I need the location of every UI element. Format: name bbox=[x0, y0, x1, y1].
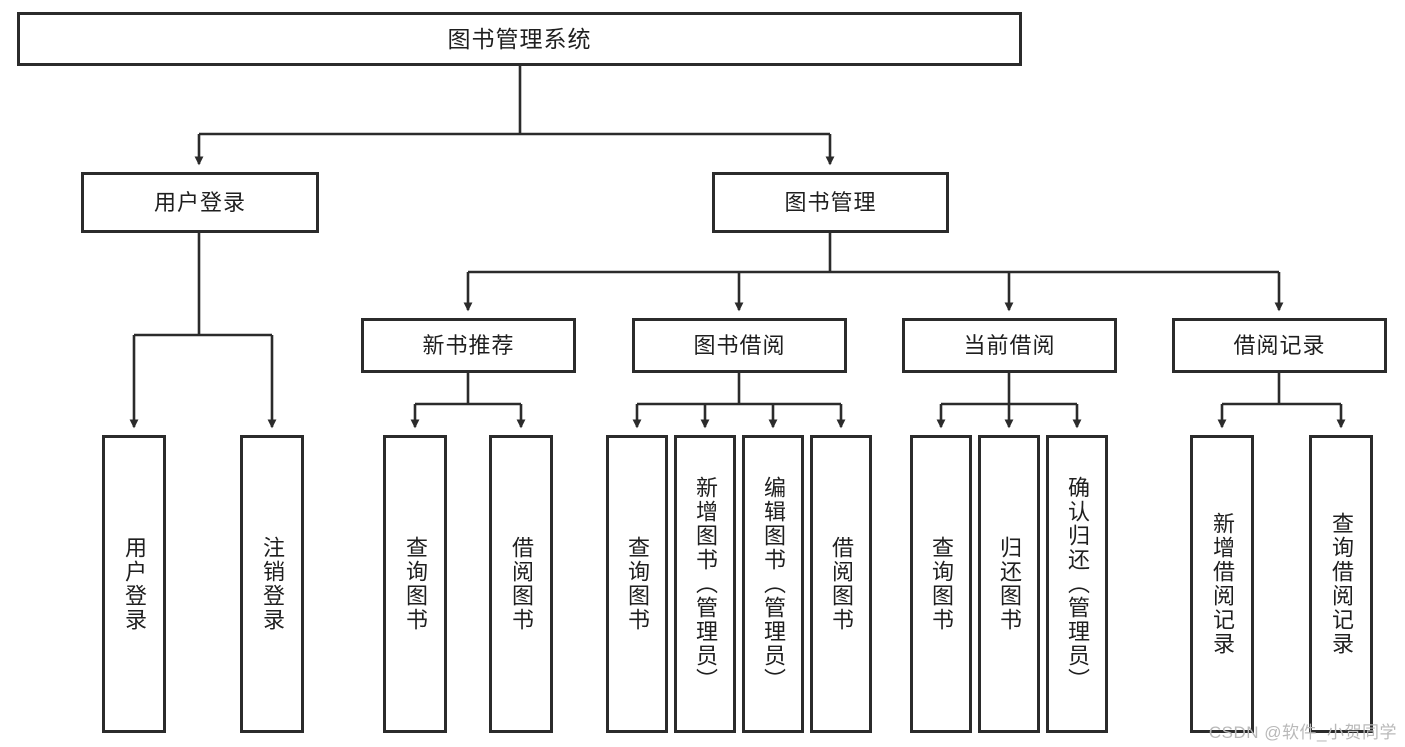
node-new-book-recommend-label: 新书推荐 bbox=[422, 332, 515, 358]
node-query-borrow-record-label: 查询借阅记录 bbox=[1328, 512, 1354, 656]
node-borrow-record-label: 借阅记录 bbox=[1233, 332, 1326, 358]
node-book-manage[interactable]: 图书管理 bbox=[712, 172, 949, 233]
node-login-action[interactable]: 用户登录 bbox=[102, 435, 166, 733]
node-user-login[interactable]: 用户登录 bbox=[81, 172, 319, 233]
node-login-action-label: 用户登录 bbox=[121, 536, 147, 632]
node-return-book-label: 归还图书 bbox=[996, 536, 1022, 632]
node-confirm-return-admin[interactable]: 确认归还（管理员） bbox=[1046, 435, 1108, 733]
node-add-book-admin[interactable]: 新增图书（管理员） bbox=[674, 435, 736, 733]
node-current-borrow-label: 当前借阅 bbox=[963, 332, 1056, 358]
node-query-book-from-current-label: 查询图书 bbox=[928, 536, 954, 632]
node-book-borrow-label: 图书借阅 bbox=[693, 332, 786, 358]
node-query-book-from-current[interactable]: 查询图书 bbox=[910, 435, 972, 733]
node-add-borrow-record[interactable]: 新增借阅记录 bbox=[1190, 435, 1254, 733]
node-book-borrow[interactable]: 图书借阅 bbox=[632, 318, 847, 373]
node-borrow-book-action-label: 借阅图书 bbox=[828, 536, 854, 632]
node-borrow-book-action[interactable]: 借阅图书 bbox=[810, 435, 872, 733]
node-query-borrow-record[interactable]: 查询借阅记录 bbox=[1309, 435, 1373, 733]
node-query-book-from-recommend[interactable]: 查询图书 bbox=[383, 435, 447, 733]
node-add-borrow-record-label: 新增借阅记录 bbox=[1209, 512, 1235, 656]
node-root[interactable]: 图书管理系统 bbox=[17, 12, 1022, 66]
node-edit-book-admin[interactable]: 编辑图书（管理员） bbox=[742, 435, 804, 733]
node-edit-book-admin-label: 编辑图书（管理员） bbox=[760, 476, 786, 692]
watermark: CSDN @软件_小贺同学 bbox=[1208, 723, 1397, 742]
node-borrow-book-from-recommend[interactable]: 借阅图书 bbox=[489, 435, 553, 733]
node-root-label: 图书管理系统 bbox=[447, 25, 592, 52]
node-book-manage-label: 图书管理 bbox=[784, 189, 877, 215]
node-user-login-label: 用户登录 bbox=[153, 189, 246, 215]
node-current-borrow[interactable]: 当前借阅 bbox=[902, 318, 1117, 373]
node-query-book-from-borrow[interactable]: 查询图书 bbox=[606, 435, 668, 733]
node-new-book-recommend[interactable]: 新书推荐 bbox=[361, 318, 576, 373]
node-confirm-return-admin-label: 确认归还（管理员） bbox=[1064, 476, 1090, 692]
node-logout-action-label: 注销登录 bbox=[259, 536, 285, 632]
node-borrow-record[interactable]: 借阅记录 bbox=[1172, 318, 1387, 373]
node-borrow-book-from-recommend-label: 借阅图书 bbox=[508, 536, 534, 632]
node-logout-action[interactable]: 注销登录 bbox=[240, 435, 304, 733]
node-query-book-from-recommend-label: 查询图书 bbox=[402, 536, 428, 632]
node-add-book-admin-label: 新增图书（管理员） bbox=[692, 476, 718, 692]
node-return-book[interactable]: 归还图书 bbox=[978, 435, 1040, 733]
node-query-book-from-borrow-label: 查询图书 bbox=[624, 536, 650, 632]
